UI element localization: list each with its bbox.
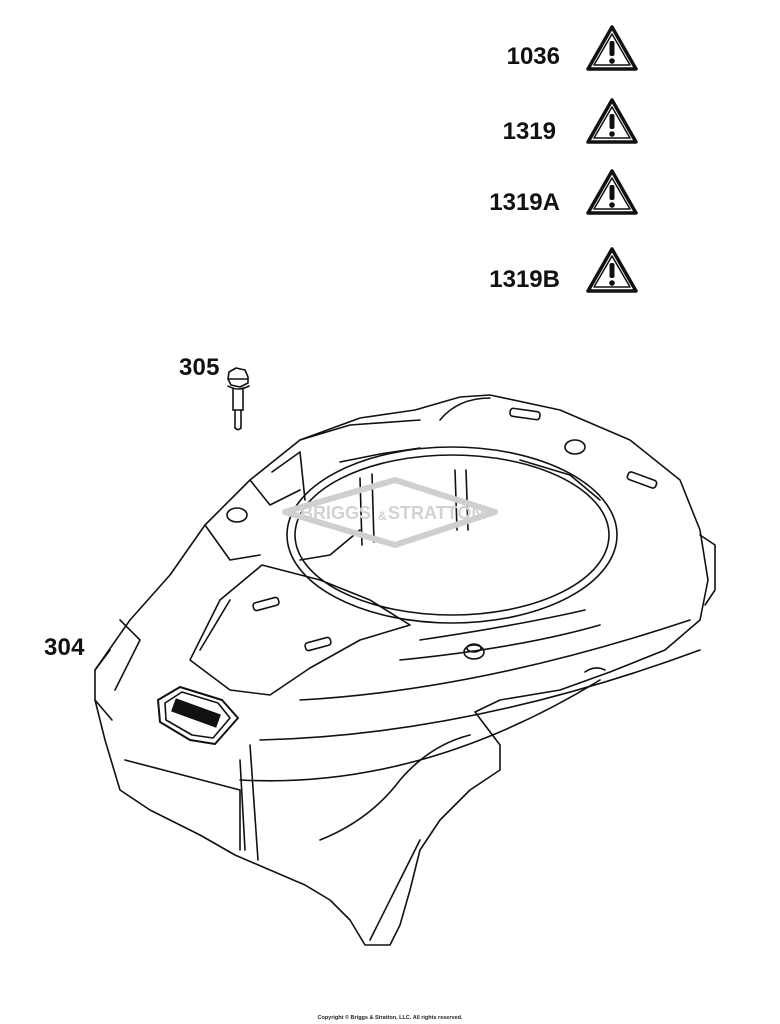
bolt-part [227, 367, 250, 431]
warning-code-1036: 1036 [506, 43, 560, 70]
brand-badge [157, 686, 239, 745]
warning-triangle-icon [586, 98, 638, 144]
watermark-left-text: BRIGGS [300, 503, 371, 523]
callout-305: 305 [179, 354, 220, 381]
copyright-text: Copyright © Briggs & Stratton, LLC. All … [317, 1015, 463, 1021]
callout-304: 304 [44, 634, 85, 661]
watermark-right-text: STRATTON [388, 503, 484, 523]
warning-triangle-icon [586, 247, 638, 293]
warning-triangle-icon [586, 25, 638, 71]
warning-code-1319: 1319 [502, 118, 556, 145]
watermark-amp-text: & [378, 509, 387, 523]
warning-code-1319b: 1319B [489, 266, 560, 293]
warning-code-1319a: 1319A [489, 189, 560, 216]
blower-housing-part [94, 394, 716, 946]
watermark-logo: BRIGGS & STRATTON [282, 477, 498, 548]
warning-triangle-icon [586, 169, 638, 215]
